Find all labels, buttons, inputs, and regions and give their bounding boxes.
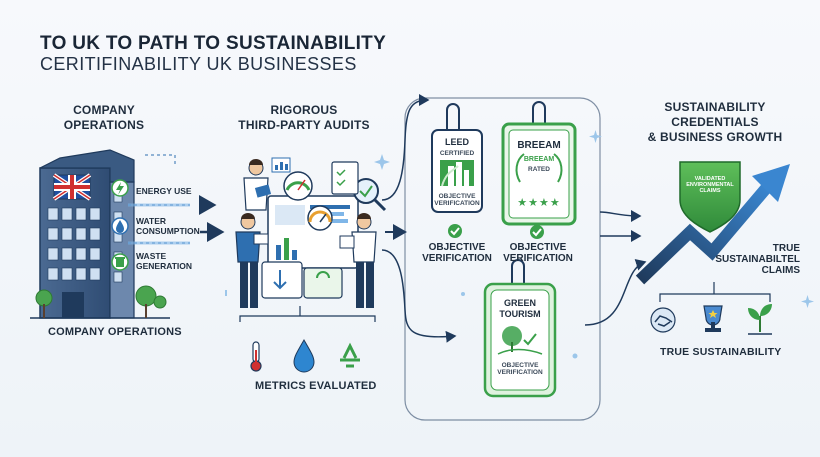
metric-waste-label: WASTE GENERATION bbox=[136, 251, 193, 271]
page-subtitle: CERITIFINABILITY UK BUSINESSES bbox=[40, 54, 357, 74]
growth-footer: TRUE SUSTAINABILITY bbox=[660, 346, 782, 358]
gauge-icon bbox=[283, 171, 333, 231]
breeam-tag bbox=[501, 101, 577, 226]
office-building bbox=[30, 149, 170, 319]
handshake-icon bbox=[650, 307, 676, 333]
metric-water-label: WATER CONSUMPTION bbox=[136, 216, 200, 236]
growth-heading: SUSTAINABILITY CREDENTIALS & BUSINESS GR… bbox=[647, 100, 783, 144]
metric-energy-label: ENERGY USE bbox=[136, 186, 192, 196]
company-footer: COMPANY OPERATIONS bbox=[48, 326, 182, 338]
leed-tag-text: OBJECTIVE VERIFICATION bbox=[434, 193, 480, 207]
audit-illustration bbox=[225, 154, 390, 308]
title-bold: SUSTAINABILITY bbox=[225, 33, 387, 54]
leed-tag bbox=[431, 103, 483, 213]
audits-heading: RIGOROUS THIRD-PARTY AUDITS bbox=[238, 103, 370, 132]
breeam-sub-top: BREEAM bbox=[523, 156, 555, 163]
check-icon bbox=[448, 224, 544, 239]
company-heading: COMPANY OPERATIONS bbox=[63, 103, 145, 132]
growth-arrow bbox=[635, 164, 790, 285]
sprout-icon bbox=[748, 304, 772, 335]
metric-icons bbox=[111, 179, 129, 271]
breeam-stars: ★★★★ bbox=[517, 197, 561, 209]
green-tourism-name: GREEN TOURISM bbox=[499, 298, 541, 319]
water-drop-icon bbox=[293, 339, 315, 373]
thermometer-icon bbox=[250, 341, 262, 372]
breeam-sub: RATED bbox=[528, 166, 550, 173]
title-prefix: TO UK TO PATH TO bbox=[40, 33, 221, 54]
breeam-name: BREEAM bbox=[517, 140, 561, 151]
validated-shield bbox=[679, 161, 741, 233]
page-title: TO UK TO PATH TO SUSTAINABILITY bbox=[40, 33, 386, 55]
uk-flag-icon bbox=[52, 173, 92, 201]
green-tourism-tag-text: OBJECTIVE VERIFICATION bbox=[497, 362, 543, 376]
leed-sub: CERTIFIED bbox=[439, 150, 475, 157]
recycle-icon bbox=[340, 342, 360, 368]
breeam-label: OBJECTIVE VERIFICATION bbox=[503, 242, 573, 264]
green-tourism-tag bbox=[483, 259, 557, 398]
leed-label: OBJECTIVE VERIFICATION bbox=[422, 242, 492, 264]
leed-name: LEED bbox=[444, 137, 469, 147]
tree-icon bbox=[35, 285, 167, 318]
shield-text: VALIDATED ENVIRONMENTAL CLAIMS bbox=[686, 176, 734, 194]
audits-footer: METRICS EVALUATED bbox=[255, 380, 377, 392]
trophy-icon bbox=[703, 305, 723, 332]
true-claims-label: TRUE SUSTAINABILTEL CLAIMS bbox=[715, 243, 800, 276]
magnifier-icon bbox=[353, 178, 387, 212]
